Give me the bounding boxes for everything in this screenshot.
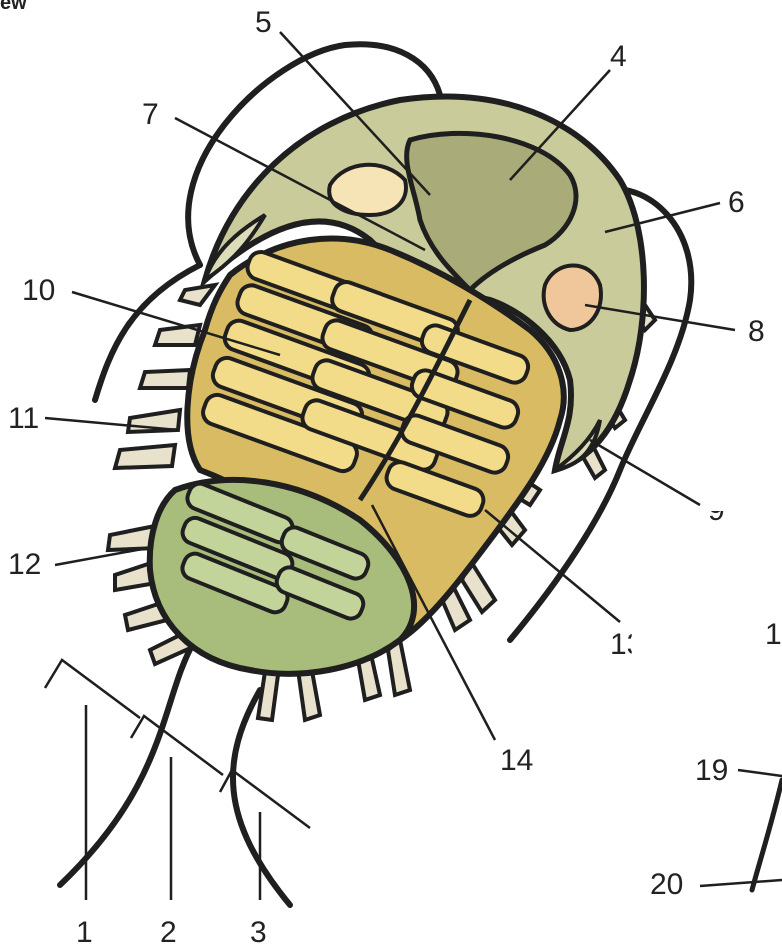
left-cercus: [60, 640, 195, 885]
right-cercus: [233, 690, 290, 905]
label-20: 20: [650, 870, 683, 900]
label-6: 6: [728, 188, 745, 218]
label-19: 19: [695, 756, 728, 786]
partial-structure-line: [752, 780, 782, 890]
label-partial: 1: [765, 620, 782, 650]
label-11: 11: [8, 404, 39, 434]
label-5: 5: [255, 8, 272, 38]
label-7: 7: [142, 100, 159, 130]
label-8: 8: [748, 317, 765, 347]
label-14: 14: [500, 746, 533, 776]
label-2: 2: [160, 918, 177, 948]
label-10: 10: [22, 276, 55, 306]
right-eye: [544, 265, 601, 330]
label-12: 12: [8, 550, 41, 580]
left-eye: [329, 165, 406, 215]
label-3: 3: [250, 918, 267, 948]
label-4: 4: [610, 42, 627, 72]
label-1: 1: [76, 918, 93, 948]
